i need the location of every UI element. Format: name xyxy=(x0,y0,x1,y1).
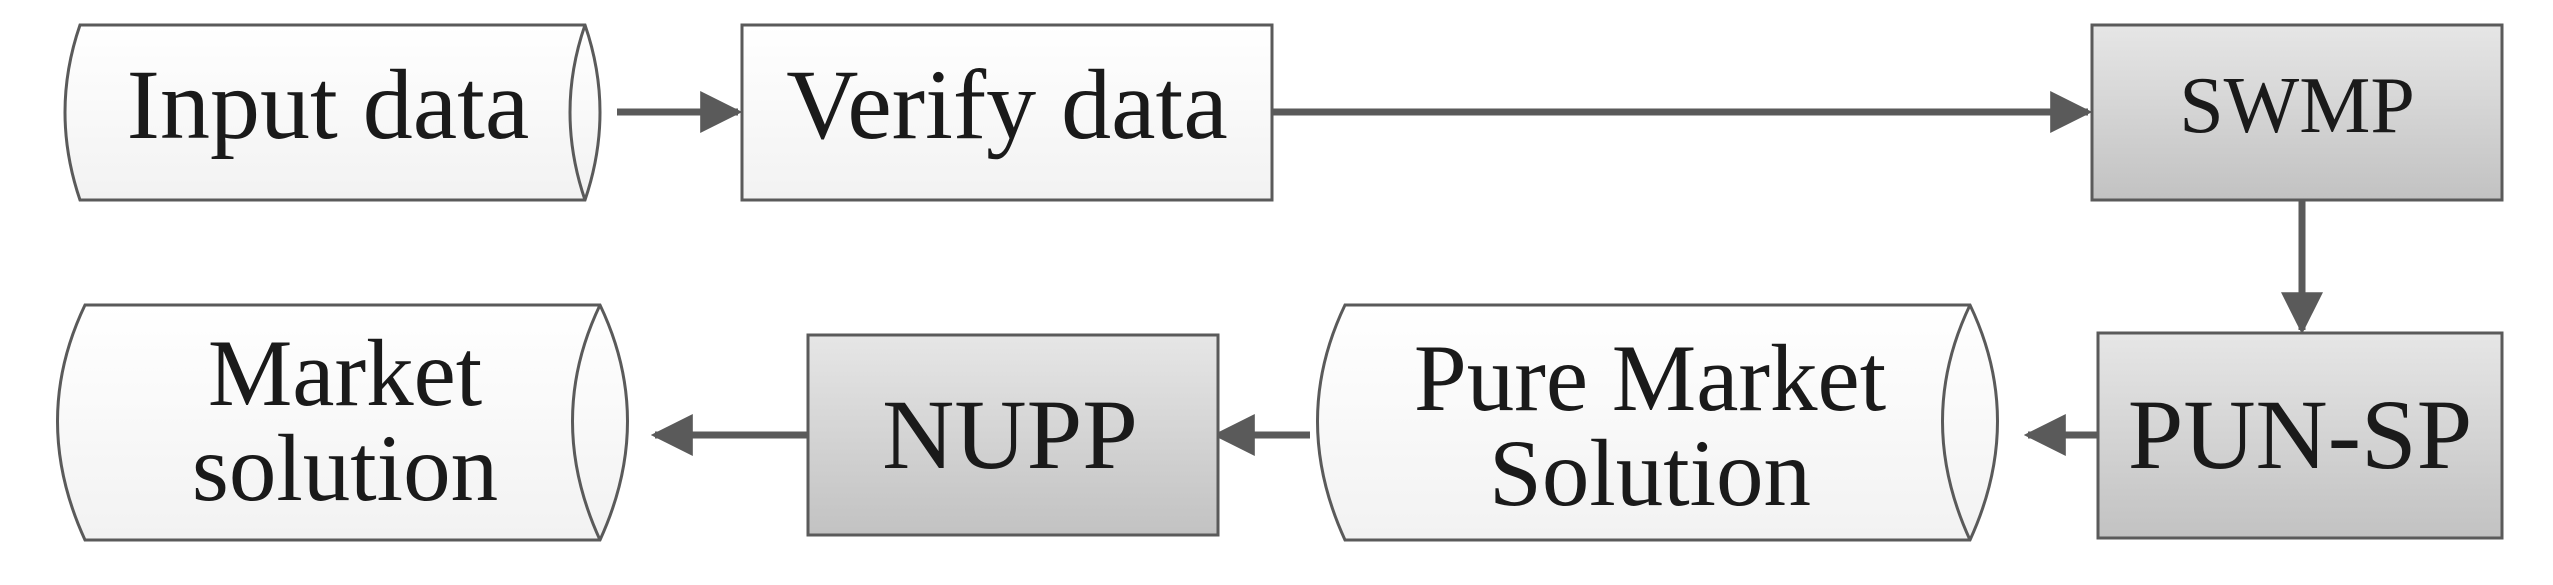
market-solution-label-line2: solution xyxy=(192,415,498,521)
pure-market-rim xyxy=(1941,304,1972,541)
verify-data-shape xyxy=(740,23,1274,202)
node-verify-data: Verify data xyxy=(740,23,1274,202)
input-data-rim xyxy=(568,24,587,201)
node-pure-market-solution: Pure Market Solution xyxy=(1316,303,1999,542)
node-nupp: NUPP xyxy=(806,333,1220,537)
market-solution-rim xyxy=(571,304,602,541)
node-market-solution: Market solution xyxy=(56,303,629,542)
swmp-label: SWMP xyxy=(2179,62,2415,150)
node-input-data: Input data xyxy=(63,23,602,202)
pure-market-label-line2: Solution xyxy=(1489,420,1811,526)
swmp-shape xyxy=(2090,23,2504,202)
pun-sp-shape xyxy=(2096,331,2504,540)
market-solution-label-line1: Market xyxy=(208,320,482,426)
pun-sp-label: PUN-SP xyxy=(2128,379,2473,490)
nupp-shape xyxy=(806,333,1220,537)
node-pun-sp: PUN-SP xyxy=(2096,331,2504,540)
pure-market-label-line1: Pure Market xyxy=(1414,325,1886,431)
input-data-label: Input data xyxy=(127,49,530,160)
edges xyxy=(617,91,2323,456)
nupp-label: NUPP xyxy=(882,379,1138,490)
node-swmp: SWMP xyxy=(2090,23,2504,202)
verify-data-label: Verify data xyxy=(786,49,1227,160)
